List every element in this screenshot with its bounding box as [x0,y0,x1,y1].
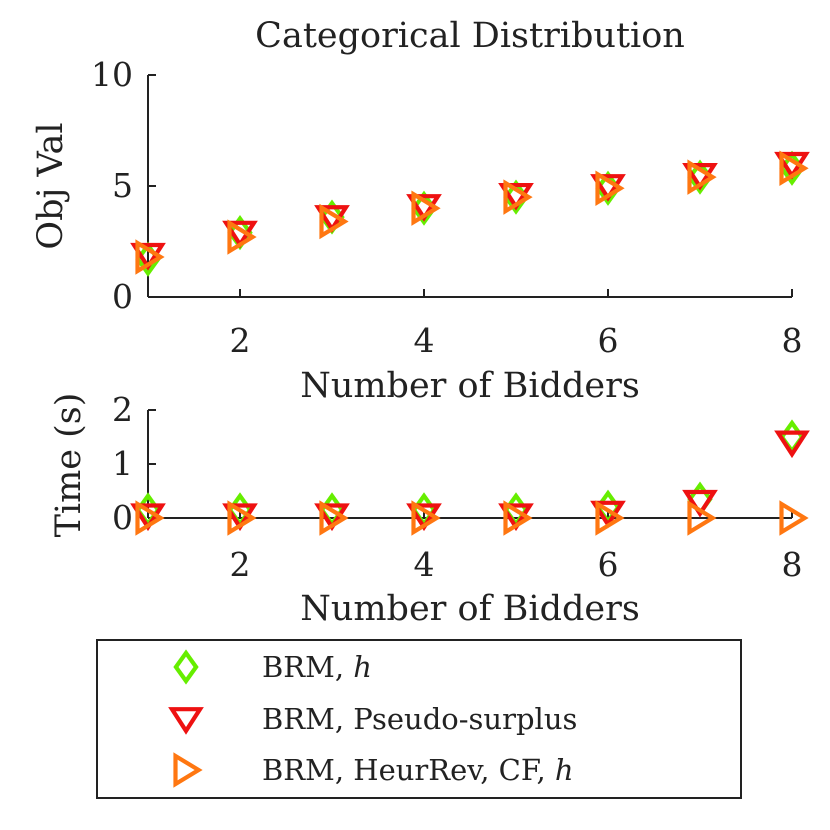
legend-entry: BRM, HeurRev, CF, h [173,752,574,788]
data-point-triangle-down [682,489,718,518]
y-tick-label: 10 [91,55,133,94]
y-tick-label: 5 [112,166,133,205]
objective-value-panel: Number of Bidders Obj Val 2 4 6 8 0 5 10 [31,55,810,406]
data-point-triangle-right [779,500,809,536]
x-tick-label: 8 [782,545,803,584]
legend-label-text: BRM, [262,650,353,684]
data-point-triangle-right [135,239,165,275]
legend-marker-triangle-down [168,707,204,735]
data-point-triangle-right [503,179,533,215]
data-point-triangle-right [595,500,625,536]
x-tick-label: 2 [230,545,251,584]
data-point-triangle-right [411,190,441,226]
data-point-triangle-right [227,219,257,255]
data-point-triangle-right [779,150,809,186]
legend-entry: BRM, Pseudo-surplus [168,702,577,736]
data-point-triangle-right [687,159,717,195]
ticks: 2 4 6 8 0 5 10 [91,55,803,360]
chart-title: Categorical Distribution [255,16,685,56]
x-tick-label: 2 [230,321,251,360]
y-tick-label: 1 [112,444,133,483]
ticks: 2 4 6 8 0 1 2 [112,390,803,584]
y-axis-label: Obj Val [31,122,71,249]
x-axis-label: Number of Bidders [300,366,640,406]
data-point-triangle-right [687,500,717,536]
data-marks [130,419,810,536]
legend-label-text: BRM, HeurRev, CF, [262,753,555,787]
x-tick-label: 6 [598,321,619,360]
x-axis-label: Number of Bidders [300,589,640,629]
x-tick-label: 6 [598,545,619,584]
y-tick-label: 0 [112,277,133,316]
data-point-triangle-right [319,203,349,240]
data-point-triangle-right [227,500,257,536]
data-point-triangle-right [503,500,533,536]
legend-label: BRM, h [262,650,372,684]
legend-entry: BRM, h [173,649,372,685]
data-point-triangle-right [595,170,625,206]
x-tick-label: 4 [414,545,435,584]
legend-marker-diamond [173,649,199,685]
legend-label-italic: h [353,650,372,684]
legend-label-text: BRM, Pseudo-surplus [262,702,577,736]
data-point-triangle-down [774,430,810,459]
legend-box [96,639,742,799]
data-point-triangle-right [319,500,349,536]
y-tick-label: 2 [112,390,133,429]
x-tick-label: 4 [414,321,435,360]
time-panel: Number of Bidders Time (s) 2 4 6 8 0 1 2 [49,390,810,629]
legend-label: BRM, HeurRev, CF, h [262,753,574,787]
data-marks [130,150,810,277]
y-axis-label: Time (s) [49,393,89,538]
legend-marker-triangle-right [173,752,203,788]
data-point-triangle-right [411,500,441,536]
y-tick-label: 0 [112,498,133,537]
legend-label-italic: h [555,753,574,787]
x-tick-label: 8 [782,321,803,360]
data-point-triangle-right [135,500,165,536]
legend-label: BRM, Pseudo-surplus [262,702,577,736]
